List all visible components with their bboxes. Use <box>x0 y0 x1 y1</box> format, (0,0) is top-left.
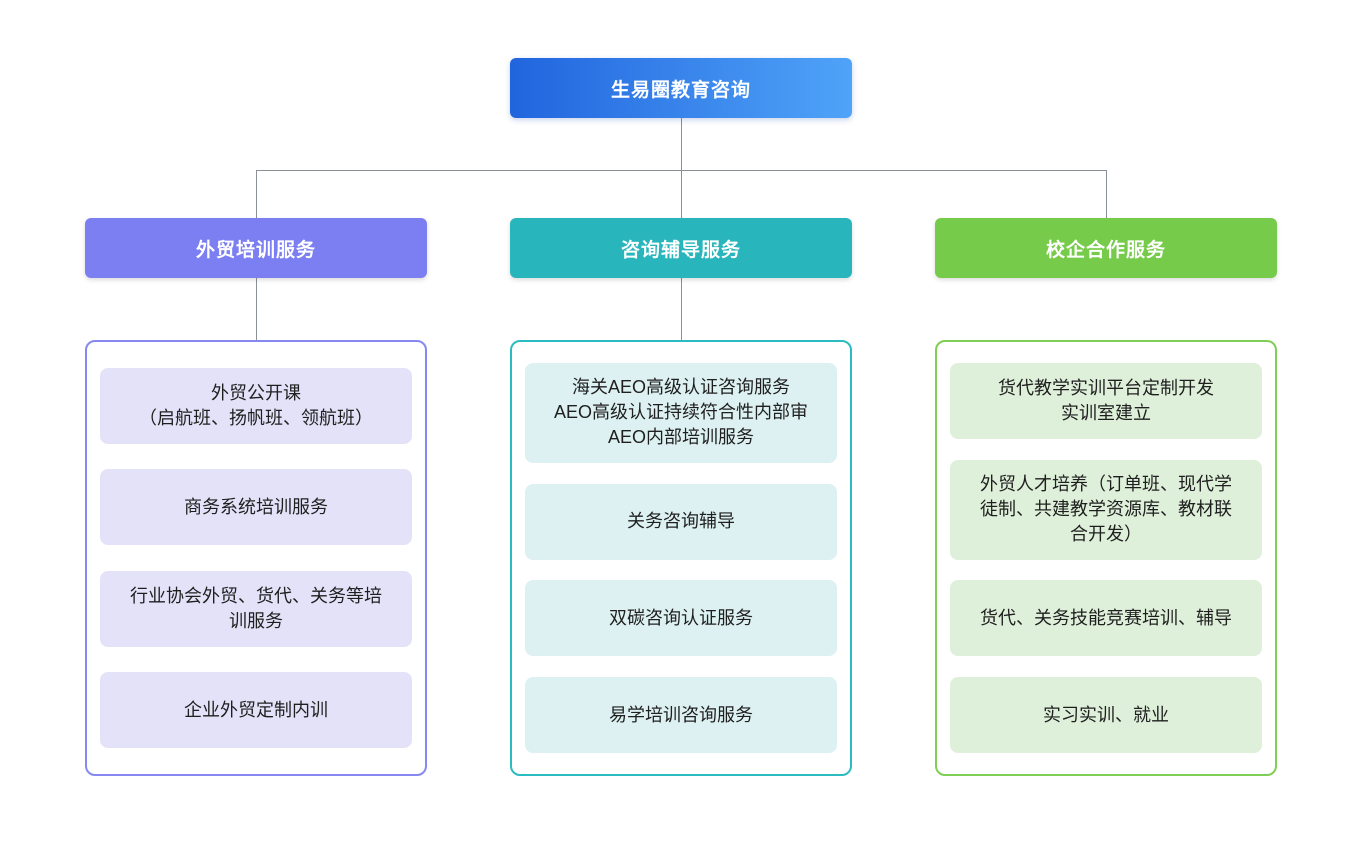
node-item: 货代、关务技能竞赛培训、辅导 <box>950 580 1262 657</box>
node-item: 外贸人才培养（订单班、现代学 徒制、共建教学资源库、教材联 合开发） <box>950 459 1262 560</box>
branch-header-consulting-coaching: 咨询辅导服务 <box>510 218 852 278</box>
connector-drop-branch-3 <box>1106 170 1107 218</box>
branch-container-trade-training: 外贸公开课 （启航班、扬帆班、领航班） 商务系统培训服务 行业协会外贸、货代、关… <box>85 340 427 776</box>
node-item: 商务系统培训服务 <box>100 469 412 546</box>
node-item: 海关AEO高级认证咨询服务 AEO高级认证持续符合性内部审 AEO内部培训服务 <box>525 362 837 463</box>
node-item: 双碳咨询认证服务 <box>525 580 837 657</box>
connector-drop-branch-2 <box>681 170 682 218</box>
node-item: 易学培训咨询服务 <box>525 677 837 754</box>
connector-drop-branch-1 <box>256 170 257 218</box>
connector-root-down <box>681 118 682 170</box>
branch-container-consulting-coaching: 海关AEO高级认证咨询服务 AEO高级认证持续符合性内部审 AEO内部培训服务 … <box>510 340 852 776</box>
root-node: 生易圈教育咨询 <box>510 58 852 118</box>
connector-branch-1-children <box>256 278 257 340</box>
branch-container-school-enterprise: 货代教学实训平台定制开发 实训室建立 外贸人才培养（订单班、现代学 徒制、共建教… <box>935 340 1277 776</box>
connector-branch-2-children <box>681 278 682 340</box>
node-item: 关务咨询辅导 <box>525 483 837 560</box>
branch-header-school-enterprise: 校企合作服务 <box>935 218 1277 278</box>
node-item: 实习实训、就业 <box>950 677 1262 754</box>
branch-header-trade-training: 外贸培训服务 <box>85 218 427 278</box>
node-item: 企业外贸定制内训 <box>100 672 412 749</box>
node-item: 外贸公开课 （启航班、扬帆班、领航班） <box>100 367 412 444</box>
node-item: 货代教学实训平台定制开发 实训室建立 <box>950 362 1262 439</box>
node-item: 行业协会外贸、货代、关务等培 训服务 <box>100 570 412 647</box>
